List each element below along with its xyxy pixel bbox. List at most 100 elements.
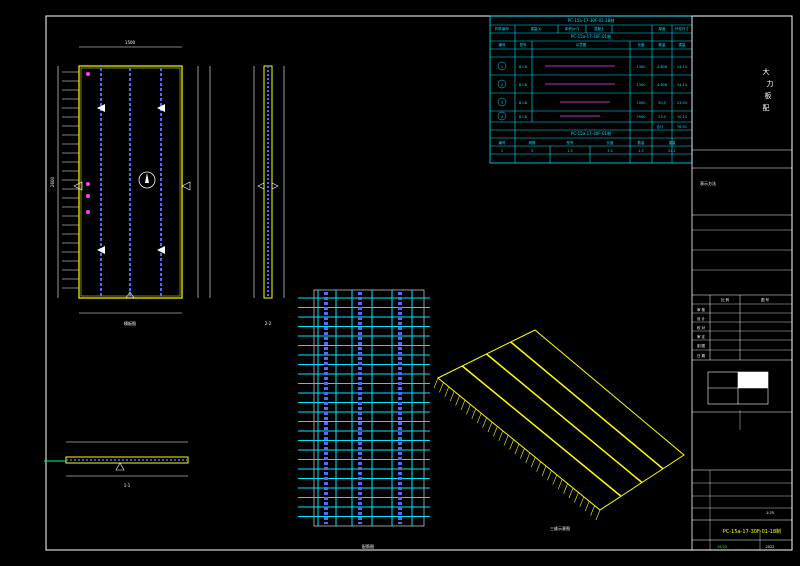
- table-sh-1: 型号: [520, 42, 528, 47]
- table-fh-1: 规格: [529, 140, 537, 145]
- sheet-label: 19/25: [717, 545, 727, 549]
- table-fr-3: 3.5: [607, 149, 613, 153]
- svg-text:8 C8: 8 C8: [519, 65, 527, 69]
- svg-text:2: 2: [501, 83, 503, 87]
- svg-text:4: 4: [501, 115, 504, 119]
- table-fr-5: 24.1: [668, 149, 676, 153]
- table-sh-0: 编号: [499, 42, 507, 47]
- iso-tick: [471, 408, 477, 419]
- iso-tick: [525, 452, 531, 463]
- iso-tick: [584, 501, 590, 512]
- table-fh-5: 重量: [669, 140, 677, 145]
- table-fh-2: 型号: [567, 140, 575, 145]
- iso-tick: [444, 386, 450, 397]
- iso-tick: [520, 448, 525, 459]
- dim-left-label: 2600: [50, 176, 55, 187]
- svg-text:30.0: 30.0: [658, 101, 666, 105]
- iso-rebar: [486, 353, 643, 484]
- iso-tick: [433, 377, 439, 389]
- table-sh-5: 重量: [679, 42, 687, 47]
- table-title-2: PC-15a-17-30F-01制: [571, 33, 611, 39]
- svg-text:23.0: 23.0: [658, 115, 666, 119]
- iso-tick: [563, 483, 568, 494]
- iso-tick: [579, 496, 585, 507]
- table-fh-4: 数量: [638, 140, 646, 145]
- rebar-table: PC-15a-17-30F-01-18制 PC-15a-17-30F-01制 P…: [489, 15, 693, 164]
- table-title-1: PC-15a-17-30F-01-18制: [568, 17, 615, 23]
- iso-tick: [530, 457, 536, 468]
- table-sh-3: 长度: [638, 42, 646, 47]
- tb-row-5: 日 期: [697, 353, 706, 358]
- section-1-1: 1-1: [44, 441, 189, 488]
- iso-tick: [482, 417, 487, 428]
- project-char-4: 配: [763, 104, 770, 112]
- svg-text:8 C8: 8 C8: [519, 115, 527, 119]
- iso-tick: [498, 430, 504, 441]
- bottom-label: 2022: [766, 545, 775, 549]
- table-h1-2: 体积(m³): [565, 26, 580, 31]
- iso-tick: [503, 435, 509, 446]
- project-char-3: 板: [765, 91, 772, 100]
- iso-rebar: [461, 365, 622, 497]
- north-arrow-icon: [138, 171, 156, 189]
- svg-text:4.608: 4.608: [657, 83, 667, 87]
- table-h1-0: 构件编号: [495, 26, 509, 31]
- table-title-4: PC-15a-17-30F-01制: [571, 130, 611, 136]
- table-fh-0: 编号: [499, 140, 507, 145]
- tb-row-0: 审 核: [697, 307, 706, 312]
- iso-rebar: [510, 341, 664, 470]
- svg-text:3: 3: [501, 101, 503, 105]
- iso-tick: [476, 413, 482, 424]
- svg-text:2900: 2900: [637, 115, 646, 119]
- svg-text:4.608: 4.608: [657, 65, 667, 69]
- iso-label: 三维示意图: [550, 525, 570, 531]
- section-2-2: 2-2: [253, 65, 285, 326]
- svg-text:24.14: 24.14: [677, 83, 688, 87]
- svg-text:24.14: 24.14: [677, 65, 688, 69]
- iso-tick: [514, 443, 520, 455]
- svg-text:10.14: 10.14: [677, 115, 688, 119]
- iso-tick: [466, 404, 471, 415]
- tb-row-3: 审 定: [697, 334, 706, 339]
- iso-tick: [536, 461, 541, 472]
- table-fh-3: 长度: [607, 140, 615, 145]
- iso-tick: [439, 382, 444, 393]
- tb-row-2: 校 对: [697, 325, 706, 330]
- iso-tick: [460, 399, 466, 411]
- tb-row-4: 制 图: [697, 343, 706, 348]
- tb-row-1: 设 计: [697, 316, 706, 321]
- title-block: 大 力 板 配 表示方法 审 核 设 计 校 对 审 定 制 图 日 期 比 例…: [691, 16, 792, 550]
- tb-col-a: 比 例: [721, 297, 730, 302]
- iso-tick: [568, 487, 574, 499]
- table-fr-1: 3: [531, 149, 533, 153]
- iso-tick: [509, 439, 514, 450]
- iso-tick: [493, 426, 498, 437]
- iso-tick: [574, 492, 579, 503]
- svg-text:1300: 1300: [637, 65, 646, 69]
- table-row: 1 8 C8 1300 4.608 24.14: [497, 61, 688, 71]
- remark-label: 表示方法: [700, 180, 716, 186]
- table-h1-1: 重量(t): [530, 26, 542, 31]
- dim-top-label: 1500: [125, 40, 136, 45]
- tb-col-b: 图 号: [761, 297, 770, 302]
- iso-tick: [541, 465, 547, 477]
- table-sum-label: 合计: [657, 124, 665, 129]
- table-h1-5: 外形尺寸: [675, 26, 689, 31]
- table-h1-4: 厚度: [659, 26, 667, 31]
- table-sum-value: 76.91: [677, 125, 687, 129]
- table-fr-0: 1: [501, 149, 503, 153]
- sheet-border: [45, 15, 793, 551]
- plan-label: 模板图: [124, 320, 136, 326]
- table-sh-4: 数量: [659, 42, 667, 47]
- plan-view: 1500 2600 模板图: [50, 40, 211, 326]
- tb-scale: 1:25: [766, 511, 774, 515]
- rebar-grid: 配筋图: [298, 289, 430, 549]
- iso-tick: [487, 421, 493, 433]
- table-row: 3 8 C8 1900 30.0 23.53: [497, 97, 687, 107]
- svg-text:8 C8: 8 C8: [519, 101, 527, 105]
- iso-tick: [547, 470, 552, 481]
- svg-text:1: 1: [501, 65, 503, 69]
- table-sh-2: 示意图: [576, 42, 587, 47]
- project-char-2: 力: [767, 79, 774, 88]
